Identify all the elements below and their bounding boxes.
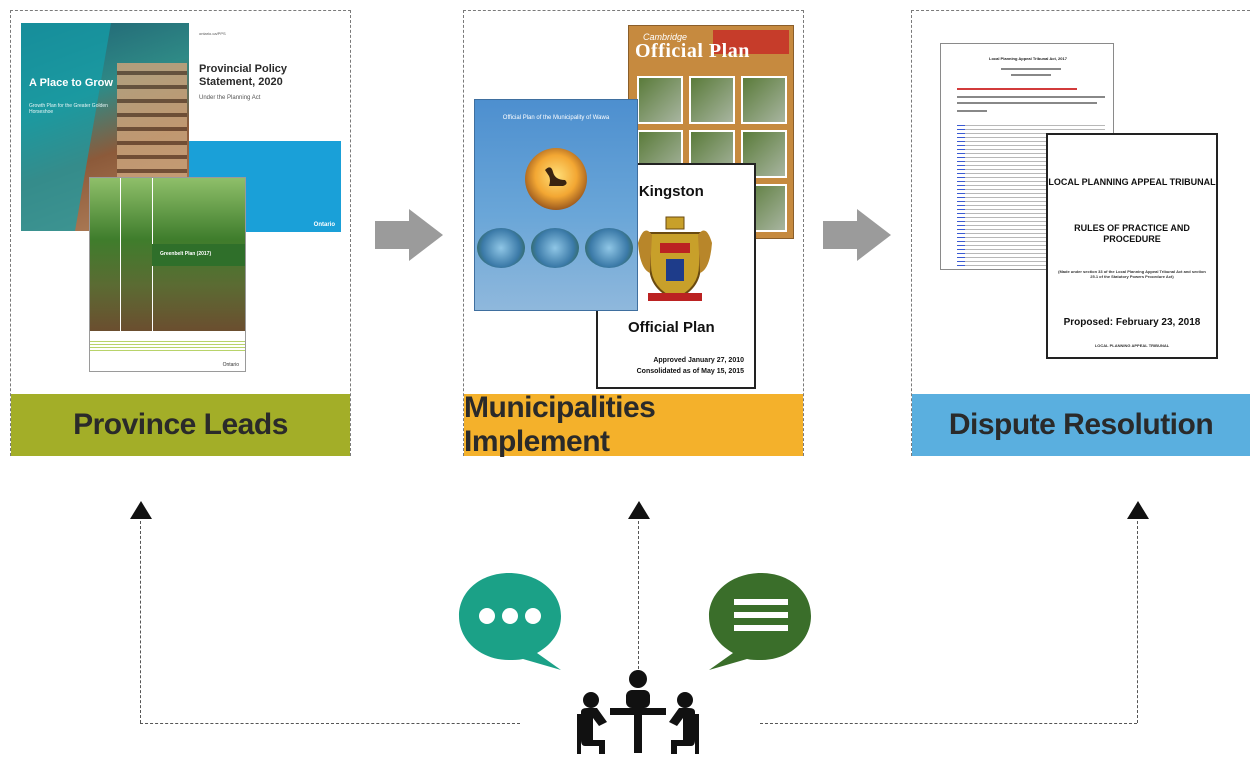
goose-icon bbox=[545, 167, 567, 186]
feedback-line-bottom-left bbox=[140, 723, 520, 724]
municipalities-panel: Cambridge Official Plan y of Kingston Of… bbox=[463, 10, 804, 458]
dispute-resolution-panel: Local Planning Appeal Tribunal Act, 2017… bbox=[911, 10, 1250, 456]
rules-heading: LOCAL PLANNING APPEAL TRIBUNAL bbox=[1048, 177, 1216, 187]
rules-proposed-date: Proposed: February 23, 2018 bbox=[1063, 317, 1201, 328]
meeting-table-icon bbox=[577, 670, 699, 754]
up-arrow-icon bbox=[130, 501, 152, 519]
pps-subtitle: Under the Planning Act bbox=[199, 95, 261, 101]
feedback-line-bottom-right bbox=[760, 723, 1137, 724]
kingston-consolidated: Consolidated as of May 15, 2015 bbox=[636, 368, 744, 375]
ontario-logo: Ontario bbox=[313, 222, 335, 228]
lpat-rules-document: LOCAL PLANNING APPEAL TRIBUNAL RULES OF … bbox=[1046, 133, 1218, 359]
feedback-line-left bbox=[140, 521, 141, 723]
feedback-line-right bbox=[1137, 521, 1138, 723]
stage-label-dispute: Dispute Resolution bbox=[912, 394, 1250, 456]
kingston-approved: Approved January 27, 2010 bbox=[653, 357, 744, 364]
rules-note: (Made under section 33 of the Local Plan… bbox=[1058, 269, 1206, 279]
rules-footer: LOCAL PLANNING APPEAL TRIBUNAL bbox=[1094, 343, 1170, 348]
chat-lines-icon bbox=[709, 573, 811, 670]
cambridge-script: Cambridge bbox=[643, 32, 688, 42]
growth-plan-subtitle: Growth Plan for the Greater Golden Horse… bbox=[29, 103, 108, 115]
kingston-subtitle: Official Plan bbox=[628, 319, 715, 336]
right-arrow-icon bbox=[375, 209, 443, 261]
wawa-official-plan-cover: Official Plan of the Municipality of Waw… bbox=[474, 99, 638, 311]
chat-dots-icon bbox=[459, 573, 561, 670]
stage-label-province: Province Leads bbox=[11, 394, 350, 456]
rules-subheading: RULES OF PRACTICE AND PROCEDURE bbox=[1074, 223, 1190, 244]
up-arrow-icon bbox=[628, 501, 650, 519]
coat-of-arms-icon bbox=[638, 216, 712, 301]
right-arrow-icon bbox=[823, 209, 891, 261]
feedback-line-center bbox=[638, 521, 639, 669]
up-arrow-icon bbox=[1127, 501, 1149, 519]
pps-url: ontario.ca/PPS bbox=[199, 31, 226, 36]
act-title: Local Planning Appeal Tribunal Act, 2017 bbox=[989, 56, 1067, 61]
pps-title: Provincial Policy Statement, 2020 bbox=[199, 63, 288, 88]
greenbelt-plan-cover: Greenbelt Plan (2017) Ontario bbox=[89, 177, 246, 372]
province-leads-panel: A Place to Grow Growth Plan for the Grea… bbox=[10, 10, 351, 456]
ontario-logo: Ontario bbox=[222, 362, 239, 368]
building-photo bbox=[117, 63, 187, 183]
stage-label-municipalities: Municipalities Implement bbox=[464, 391, 803, 458]
cambridge-title: Official Plan bbox=[635, 40, 750, 62]
growth-plan-title: A Place to Grow bbox=[29, 77, 113, 89]
greenbelt-title: Greenbelt Plan (2017) bbox=[160, 251, 212, 257]
growth-plan-cover: A Place to Grow Growth Plan for the Grea… bbox=[21, 23, 195, 231]
wawa-title: Official Plan of the Municipality of Waw… bbox=[502, 115, 610, 121]
